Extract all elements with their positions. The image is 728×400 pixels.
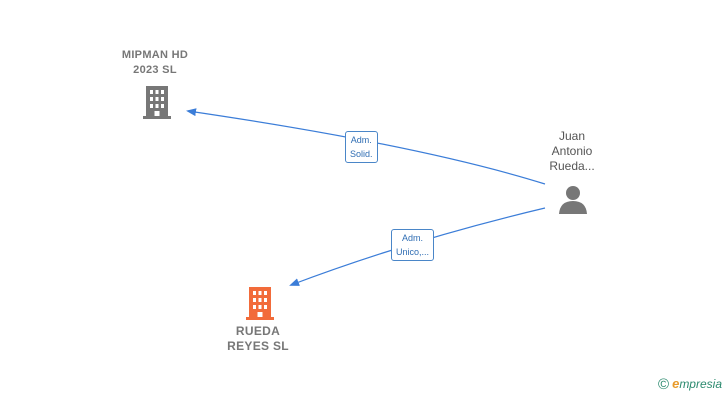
company-name-line2: REYES SL [227, 339, 289, 353]
edge-line-to-mipman [186, 108, 546, 185]
person-label[interactable]: Juan Antonio Rueda... [532, 129, 612, 174]
empresia-logo: ©empresia [658, 376, 722, 393]
edge-label-line2: Solid. [350, 149, 373, 159]
company-name-line1: RUEDA [235, 324, 281, 338]
company-label-mipman[interactable]: MIPMAN HD 2023 SL [105, 48, 205, 78]
person-name-line1: Juan [558, 129, 586, 143]
building-icon[interactable] [141, 84, 173, 120]
edge-label-line1: Adm. [350, 135, 372, 145]
copyright-icon: © [658, 376, 670, 393]
brand-initial: e [672, 376, 680, 391]
edge-label-adm-solid[interactable]: Adm. Solid. [345, 131, 378, 163]
person-icon[interactable] [558, 184, 588, 214]
brand-name: mpresia [679, 377, 722, 391]
edge-label-line2: Unico,... [396, 247, 430, 257]
edge-label-line1: Adm. [402, 233, 424, 243]
edge-label-adm-unico[interactable]: Adm. Unico,... [391, 229, 435, 261]
company-label-rueda-reyes[interactable]: RUEDA REYES SL [208, 324, 308, 354]
company-name-line2: 2023 SL [133, 64, 177, 76]
company-name-line1: MIPMAN HD [121, 49, 189, 61]
person-name-line2: Antonio [551, 144, 593, 158]
person-name-line3: Rueda... [549, 159, 595, 173]
building-icon[interactable] [244, 285, 276, 321]
